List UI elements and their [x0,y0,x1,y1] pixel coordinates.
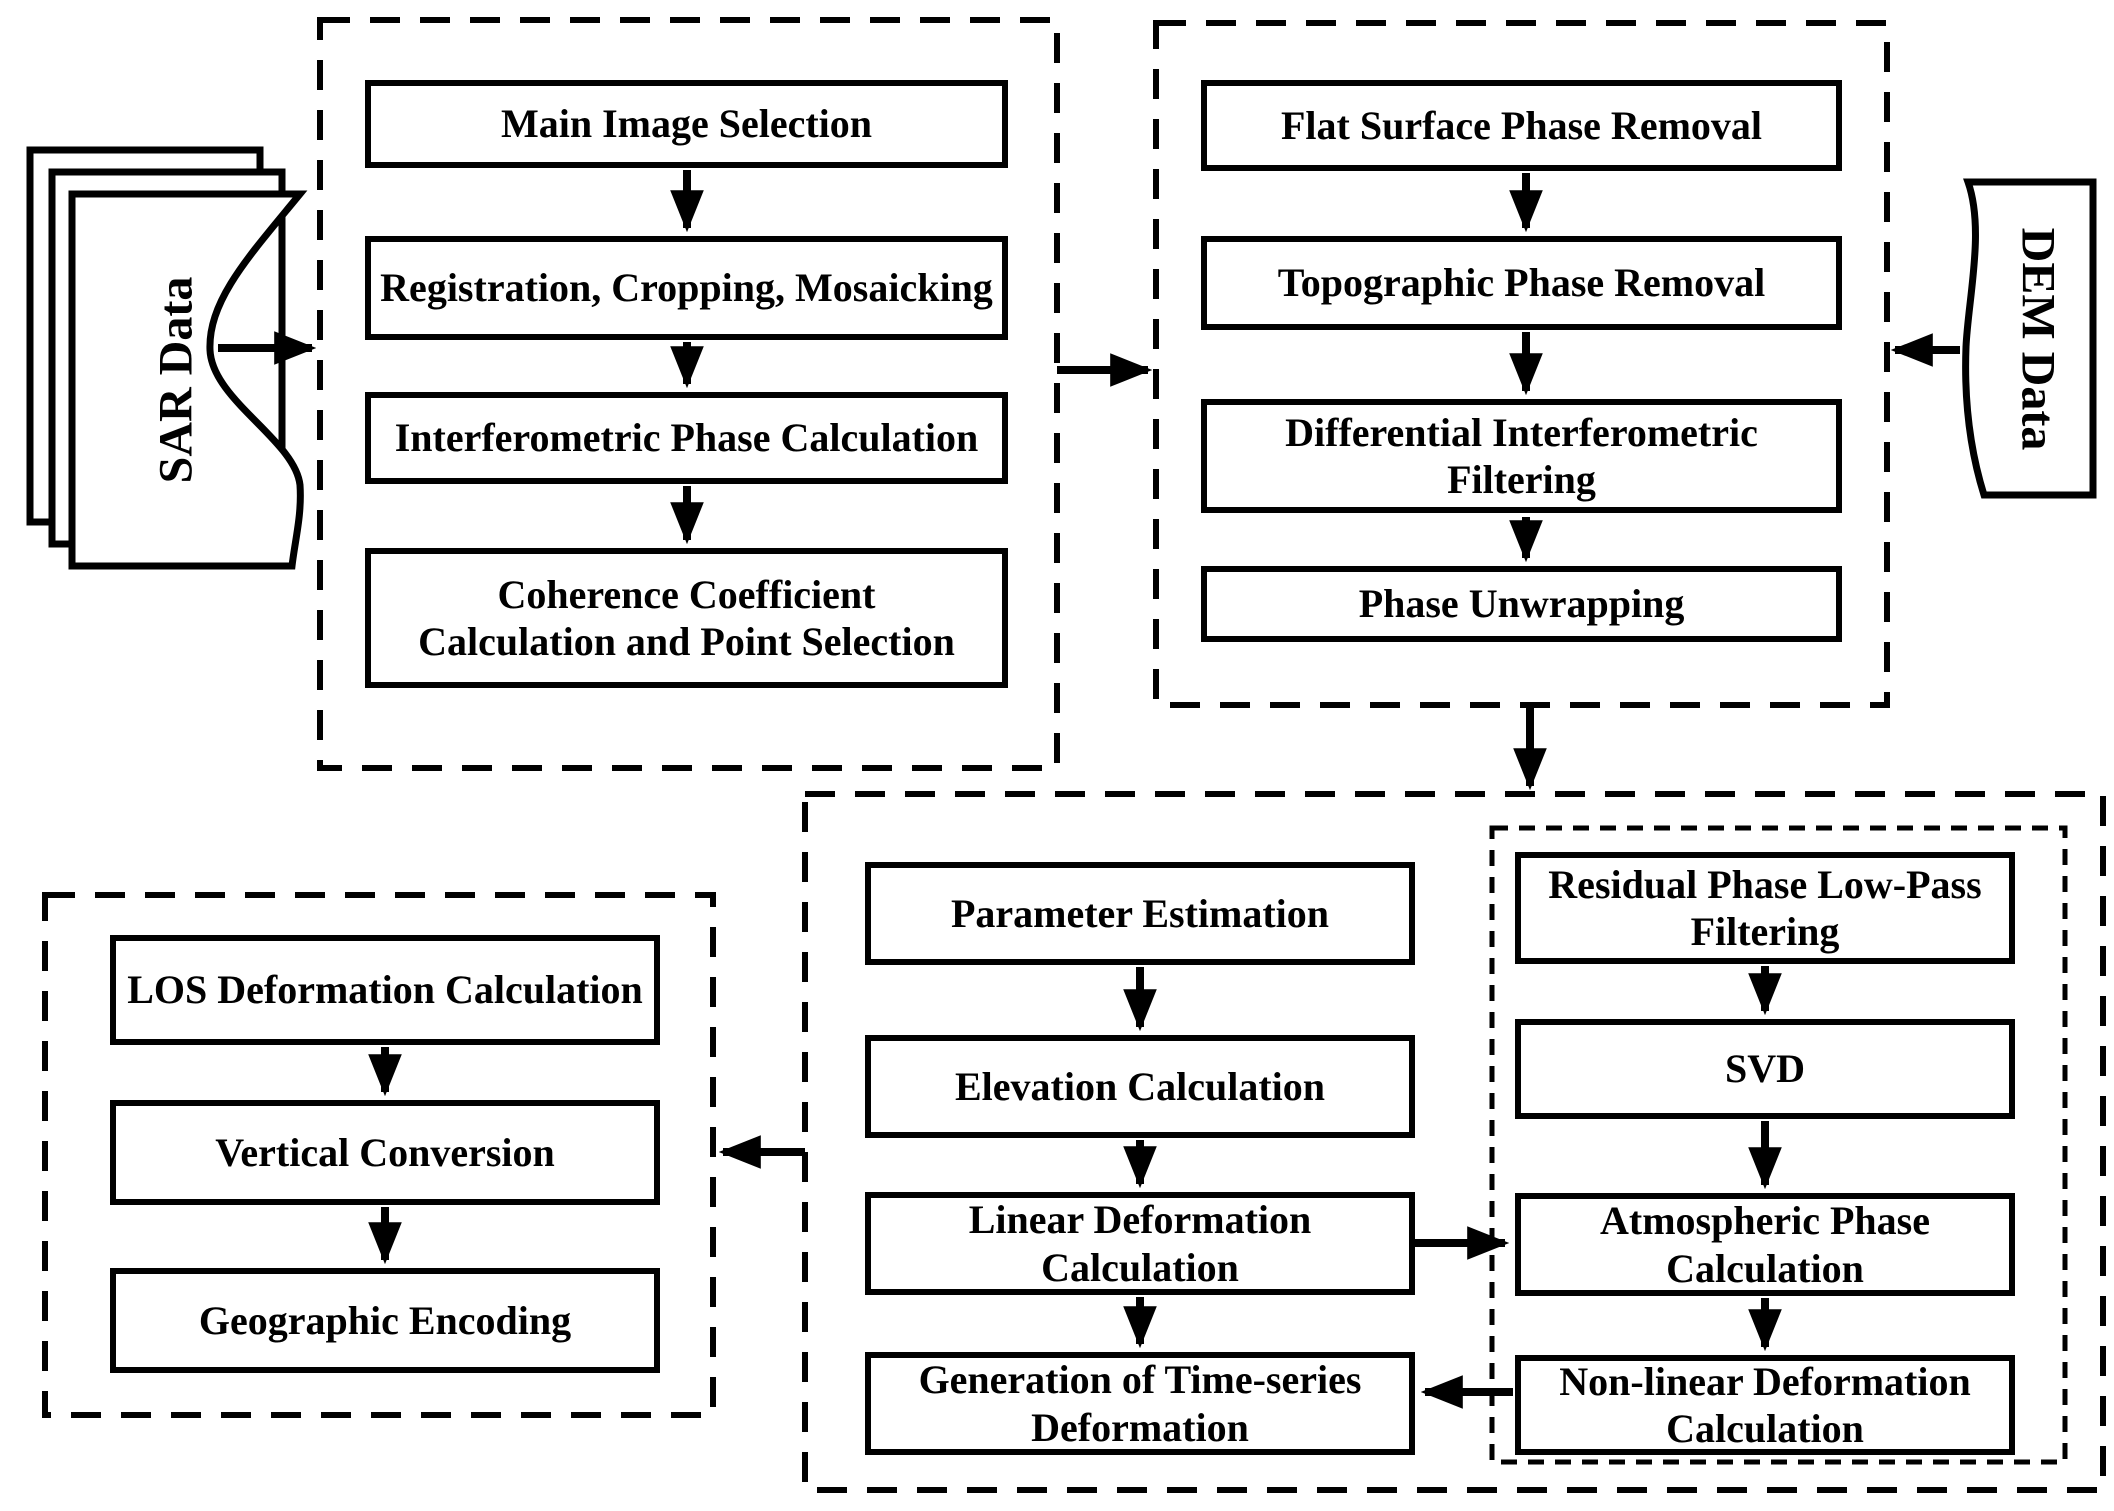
label-dem-data: DEM Data [2011,227,2065,451]
node-main-image-selection: Main Image Selection [365,80,1008,168]
label-sar-data: SAR Data [149,276,203,484]
frame-geocoding [42,892,716,1418]
frame-interferometry [1153,20,1890,708]
node-los-deformation-calculation: LOS Deformation Calculation [110,935,660,1045]
group-frames [42,17,2106,1493]
node-coherence-coefficient-point-selection: Coherence Coefficient Calculation and Po… [365,548,1008,688]
node-flat-surface-phase-removal: Flat Surface Phase Removal [1201,80,1842,171]
frame-atmosphere-inner [1489,825,2068,1465]
node-svd: SVD [1515,1019,2015,1119]
flow-arrows-vertical [368,170,1782,1352]
flow-arrows-horizontal [218,331,1960,1409]
node-linear-deformation-calculation: Linear Deformation Calculation [865,1192,1415,1295]
node-residual-phase-low-pass-filtering: Residual Phase Low-Pass Filtering [1515,852,2015,964]
node-registration-cropping-mosaicking: Registration, Cropping, Mosaicking [365,236,1008,340]
node-non-linear-deformation-calculation: Non-linear Deformation Calculation [1515,1355,2015,1455]
node-differential-interferometric-filtering: Differential Interferometric Filtering [1201,399,1842,513]
dem-data-document-icon [1962,178,2097,499]
node-atmospheric-phase-calculation: Atmospheric Phase Calculation [1515,1193,2015,1296]
frame-preprocessing [317,17,1060,771]
node-interferometric-phase-calculation: Interferometric Phase Calculation [365,392,1008,484]
node-vertical-conversion: Vertical Conversion [110,1100,660,1205]
node-elevation-calculation: Elevation Calculation [865,1035,1415,1138]
node-geographic-encoding: Geographic Encoding [110,1268,660,1373]
node-parameter-estimation: Parameter Estimation [865,862,1415,965]
node-generation-time-series-deformation: Generation of Time-series Deformation [865,1352,1415,1455]
node-phase-unwrapping: Phase Unwrapping [1201,566,1842,642]
node-topographic-phase-removal: Topographic Phase Removal [1201,236,1842,330]
